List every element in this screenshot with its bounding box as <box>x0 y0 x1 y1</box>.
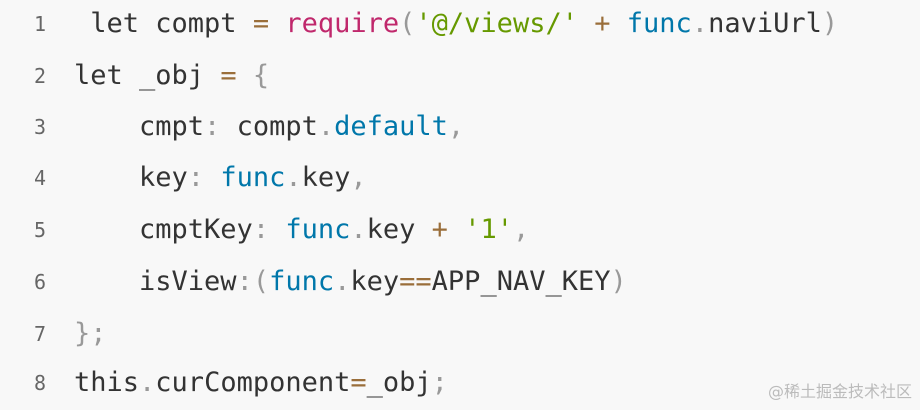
code-text: isView:(func.key==APP_NAV_KEY) <box>58 266 627 297</box>
code-token-plain <box>269 8 285 39</box>
code-token-plain: APP_NAV_KEY <box>431 266 611 297</box>
code-token-punct: . <box>285 162 302 193</box>
code-token-prop: func <box>626 8 692 39</box>
code-text: cmptKey: func.key + '1', <box>58 214 529 245</box>
code-token-prop: func <box>220 162 286 193</box>
code-token-punct: . <box>350 214 367 245</box>
code-token-plain <box>237 60 253 91</box>
line-number: 7 <box>34 321 47 346</box>
code-token-plain <box>578 8 594 39</box>
code-token-plain: curComponent <box>155 367 351 398</box>
code-token-prop: func <box>285 214 351 245</box>
code-line-7: 7}; <box>0 308 920 359</box>
code-line-5: 5 cmptKey: func.key + '1', <box>0 204 920 255</box>
code-token-punct: , <box>512 214 530 245</box>
code-token-plain <box>611 8 627 39</box>
code-token-str: '@/views/' <box>415 8 578 39</box>
code-token-plain: key <box>366 214 432 245</box>
code-token-punct: . <box>139 367 156 398</box>
code-token-str: '1' <box>464 214 513 245</box>
code-text: this.curComponent=_obj; <box>58 367 448 398</box>
code-token-punct: ( <box>399 8 416 39</box>
code-token-plain <box>269 214 285 245</box>
code-line-4: 4 key: func.key, <box>0 152 920 203</box>
code-token-plain: let compt <box>74 8 253 39</box>
code-token-op: + <box>431 214 448 245</box>
code-token-plain: isView <box>74 266 237 297</box>
code-text: cmpt: compt.default, <box>58 111 464 142</box>
code-token-punct: : <box>252 214 270 245</box>
code-token-plain: _obj <box>366 367 432 398</box>
code-token-punct: :( <box>236 266 270 297</box>
code-token-plain <box>448 214 464 245</box>
watermark: @稀土掘金技术社区 <box>767 382 912 401</box>
code-text: key: func.key, <box>58 162 367 193</box>
code-line-2: 2 let _obj = { <box>0 50 920 101</box>
code-token-punct: . <box>691 8 709 39</box>
code-token-plain <box>204 162 220 193</box>
code-token-plain: compt <box>220 111 318 142</box>
code-token-plain: naviUrl <box>708 8 822 39</box>
line-number: 1 <box>34 11 47 36</box>
code-text: let _obj = { <box>58 60 269 91</box>
code-token-plain: cmptKey <box>74 214 253 245</box>
code-token-op: + <box>594 8 611 39</box>
code-token-plain: this <box>74 367 140 398</box>
code-text: }; <box>58 318 107 349</box>
code-token-plain: key <box>350 266 400 297</box>
code-token-punct: . <box>334 266 351 297</box>
line-number: 2 <box>34 63 47 88</box>
code-token-punct: . <box>317 111 335 142</box>
code-token-op: = <box>220 60 237 91</box>
code-line-8: 8 this.curComponent=_obj; <box>0 357 920 408</box>
line-number: 8 <box>34 370 47 395</box>
line-number: 5 <box>34 217 47 242</box>
code-token-prop: func <box>269 266 335 297</box>
code-token-punct: , <box>350 162 367 193</box>
code-token-punct: ) <box>821 8 839 39</box>
code-line-3: 3 cmpt: compt.default, <box>0 101 920 152</box>
code-token-plain: cmpt <box>74 111 205 142</box>
line-number: 3 <box>34 114 47 139</box>
code-line-1: 1 let compt = require('@/views/' + func.… <box>0 0 920 49</box>
code-token-punct: }; <box>74 318 107 349</box>
code-token-kw: require <box>285 8 400 39</box>
code-token-plain: key <box>301 162 351 193</box>
code-token-punct: : <box>187 162 205 193</box>
code-token-punct: , <box>447 111 465 142</box>
code-token-prop: default <box>334 111 448 142</box>
code-token-plain: key <box>74 162 188 193</box>
code-token-punct: ) <box>610 266 627 297</box>
code-token-plain: let _obj <box>74 60 221 91</box>
code-token-op: = <box>252 8 270 39</box>
code-token-punct: : <box>204 111 221 142</box>
code-text: let compt = require('@/views/' + func.na… <box>58 8 838 39</box>
code-token-punct: { <box>252 60 270 91</box>
line-number: 4 <box>34 165 47 190</box>
code-line-6: 6 isView:(func.key==APP_NAV_KEY) <box>0 256 920 307</box>
line-number: 6 <box>34 269 47 294</box>
code-token-op: = <box>350 367 367 398</box>
code-token-op: == <box>399 266 432 297</box>
code-token-punct: ; <box>431 367 448 398</box>
